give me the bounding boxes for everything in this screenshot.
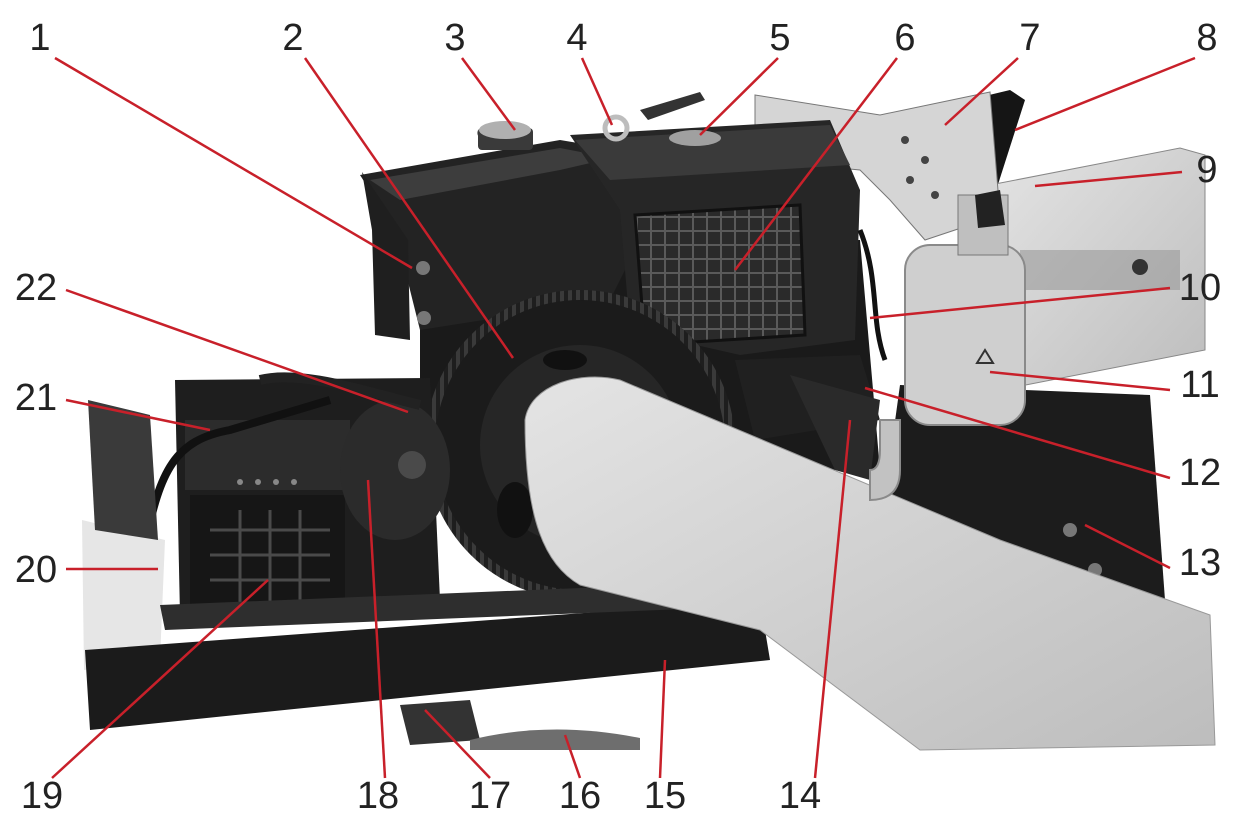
tine-17	[400, 700, 480, 745]
filter-bolt	[417, 311, 431, 325]
leader-line-15	[658, 659, 667, 779]
callout-label-10: 10	[1179, 267, 1221, 309]
leader-line-13	[1084, 523, 1171, 570]
starter-wire-22	[258, 372, 422, 410]
callout-label-7: 7	[1019, 17, 1040, 59]
callout-label-20: 20	[15, 549, 57, 591]
leader-line-1	[54, 56, 413, 270]
exhaust-elbow	[869, 419, 901, 502]
engine-illustration	[82, 90, 1216, 751]
callout-label-15: 15	[644, 775, 686, 817]
callout-label-4: 4	[566, 17, 587, 59]
callout-label-6: 6	[894, 17, 915, 59]
leader-line-19	[51, 579, 269, 779]
leader-line-2	[303, 57, 515, 359]
callout-label-22: 22	[15, 267, 57, 309]
muffler-11	[904, 244, 1026, 426]
callout-label-18: 18	[357, 775, 399, 817]
callout-label-14: 14	[779, 775, 821, 817]
callout-label-3: 3	[444, 17, 465, 59]
starter-cap	[398, 451, 426, 479]
filter-bolt	[416, 261, 430, 275]
leader-line-10	[869, 286, 1171, 320]
radiator-grille-6	[633, 203, 807, 347]
flywheel-window	[543, 350, 587, 370]
tank-cap-top	[479, 121, 531, 139]
callout-label-11: 11	[1180, 364, 1219, 406]
callout-label-19: 19	[21, 775, 63, 817]
muffler-cap-top	[975, 190, 1005, 228]
leader-line-22	[65, 288, 409, 414]
flywheel-window	[497, 482, 533, 538]
tank-highlight	[370, 148, 612, 200]
leader-line-4	[580, 57, 614, 126]
callout-label-9: 9	[1196, 149, 1217, 191]
callout-label-2: 2	[282, 17, 303, 59]
lifting-eye-4	[602, 114, 630, 142]
battery-dots	[237, 479, 297, 485]
leader-line-14	[813, 419, 852, 779]
leader-line-17	[424, 709, 491, 779]
side-panel-20	[82, 520, 165, 670]
cover-bolt	[1132, 259, 1148, 275]
housing-top	[575, 125, 850, 180]
fuel-line-10	[857, 229, 888, 361]
callout-label-8: 8	[1196, 17, 1217, 59]
leader-line-9	[1034, 170, 1183, 188]
leader-line-8	[1014, 56, 1196, 132]
leader-line-3	[460, 57, 517, 131]
callout-labels: 1 2 3 4 5 6 7 8 9 10 11 12 13 14 15 16 1…	[15, 17, 1221, 817]
leader-line-11	[989, 370, 1171, 392]
radiator-cap-5	[669, 130, 721, 146]
callout-label-12: 12	[1179, 452, 1221, 494]
frame-rail-15	[85, 600, 770, 730]
leader-line-16	[563, 734, 582, 779]
leader-line-6	[734, 57, 898, 271]
leader-line-12	[864, 386, 1171, 480]
callout-label-1: 1	[29, 17, 50, 59]
handle-bar	[640, 92, 705, 120]
leader-line-5	[699, 57, 779, 136]
leader-line-21	[65, 398, 211, 432]
tines-16	[470, 729, 640, 750]
air-filter-1	[362, 172, 410, 340]
callout-label-17: 17	[469, 775, 511, 817]
callout-label-13: 13	[1179, 542, 1221, 584]
control-rod-14	[790, 375, 880, 480]
seat-shadow	[88, 400, 158, 540]
callout-label-21: 21	[15, 377, 57, 419]
battery-grid	[210, 510, 330, 605]
bracket-holes	[901, 136, 939, 199]
callout-label-16: 16	[559, 775, 601, 817]
warning-triangle-icon	[975, 348, 995, 364]
belt-guard	[524, 376, 1216, 751]
starter-motor-18	[340, 400, 450, 540]
leader-line-18	[366, 479, 387, 779]
leader-lines	[51, 56, 1196, 779]
cover-bracket	[1020, 250, 1180, 290]
callout-label-5: 5	[769, 17, 790, 59]
leader-line-7	[944, 57, 1019, 126]
